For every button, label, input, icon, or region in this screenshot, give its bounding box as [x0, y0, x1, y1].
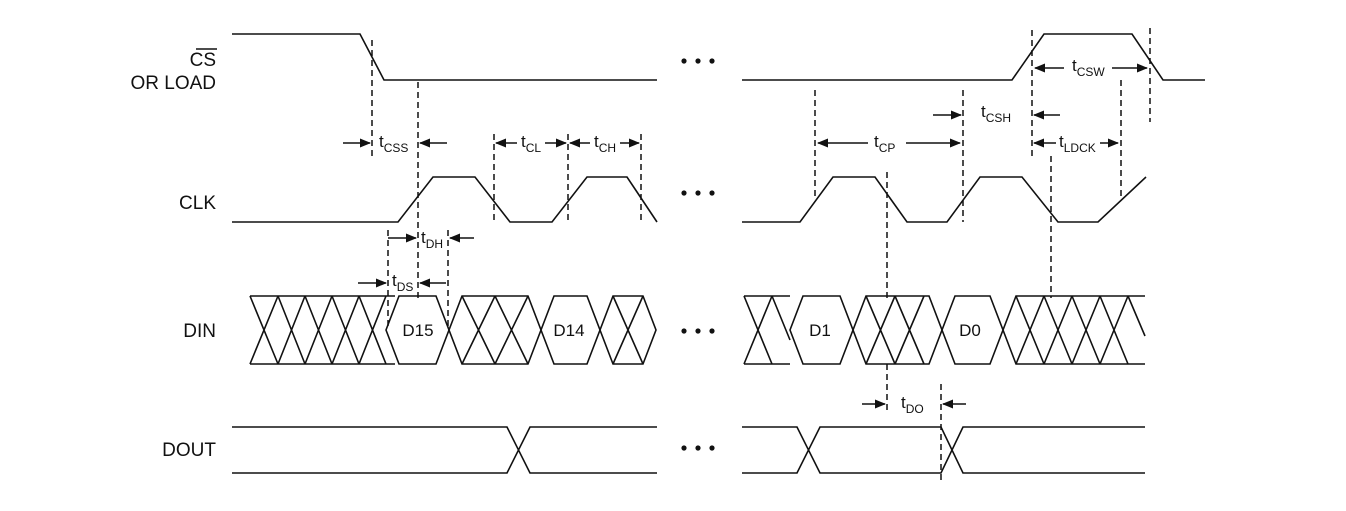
- tcss-label: tCSS: [379, 132, 408, 155]
- tcp-label: tCP: [874, 132, 895, 155]
- tcsw-label: tCSW: [1072, 56, 1105, 79]
- timing-arrows: [343, 63, 1149, 409]
- clk-label: CLK: [179, 193, 216, 214]
- tcl-label: tCL: [521, 132, 541, 155]
- tldck-label: tLDCK: [1059, 132, 1096, 155]
- dout-waveform: [232, 426, 1145, 474]
- din-waveform: [249, 295, 1146, 365]
- ellipsis-clk: [681, 190, 715, 196]
- dout-label: DOUT: [162, 440, 216, 461]
- cs-waveform: [232, 33, 1205, 81]
- ellipsis-dout: [681, 445, 715, 451]
- tdo-label: tDO: [901, 393, 924, 416]
- ellipsis-din: [681, 328, 715, 334]
- reference-lines: [371, 28, 1151, 480]
- din-label: DIN: [183, 321, 216, 342]
- signal-labels: CS OR LOAD CLK DIN DOUT: [130, 48, 217, 461]
- clk-waveform: [232, 176, 1147, 223]
- tds-label: tDS: [392, 271, 413, 294]
- din-cell-labels: D15 D14 D1 D0: [402, 321, 980, 340]
- tch-label: tCH: [594, 132, 616, 155]
- ellipsis-cs: [681, 58, 715, 64]
- cs-label: CS: [190, 50, 216, 71]
- tdh-label: tDH: [421, 228, 443, 251]
- d0-label: D0: [959, 321, 981, 340]
- d14-label: D14: [553, 321, 584, 340]
- d1-label: D1: [809, 321, 831, 340]
- tcsh-label: tCSH: [981, 102, 1011, 125]
- ellipsis-marks: [681, 58, 715, 451]
- timing-labels: tCSS tCL tCH tCP tCSH tCSW tLDCK tDH tDS…: [379, 56, 1105, 416]
- d15-label: D15: [402, 321, 433, 340]
- load-label: OR LOAD: [130, 73, 216, 94]
